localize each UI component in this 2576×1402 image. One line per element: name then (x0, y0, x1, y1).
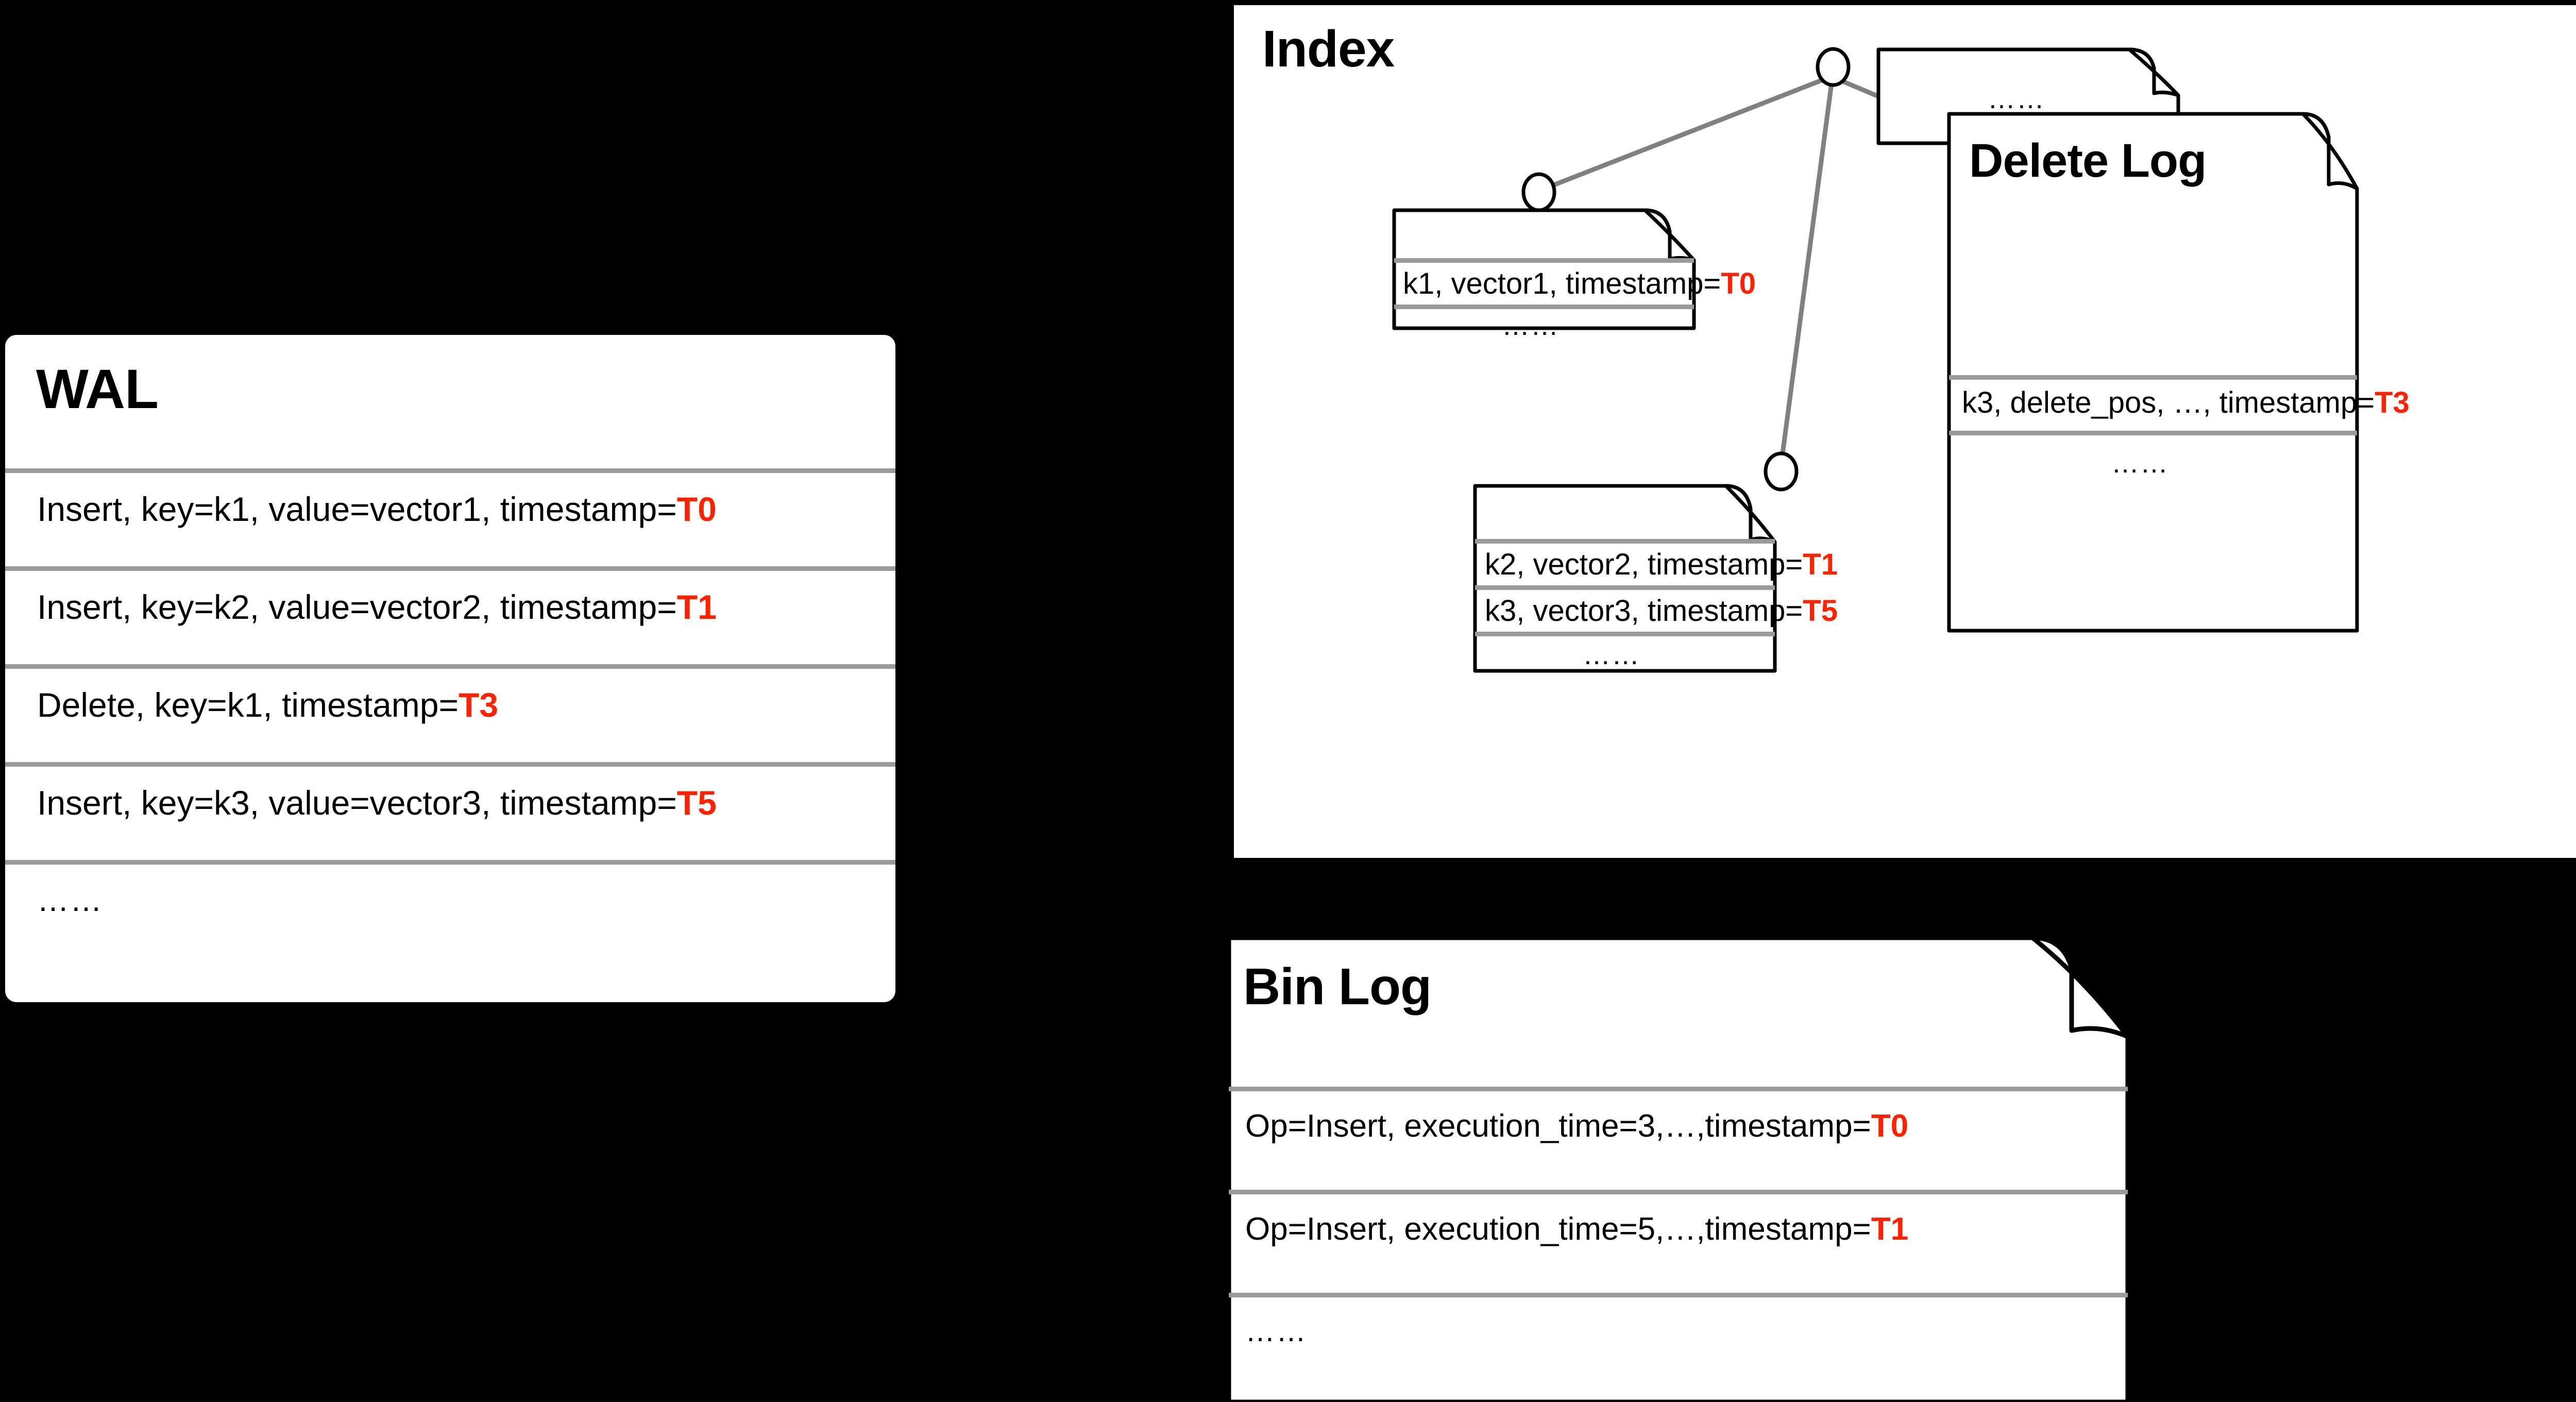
leaf-bottom-row-timestamp: T5 (1803, 594, 1838, 628)
index-title: Index (1262, 20, 1395, 78)
leaf-bottom-row-text: k2, vector2, timestamp= (1485, 548, 1803, 581)
wal-separator (5, 860, 895, 865)
bin-log-row-timestamp: T1 (1871, 1211, 1909, 1247)
doc-shape-delete-log (1947, 112, 2359, 633)
doc-shape-bin-log (1226, 935, 2130, 1402)
wal-panel: WAL Insert, key=k1, value=vector1, times… (5, 335, 895, 1002)
delete-log-ellipsis: …… (2111, 448, 2169, 479)
leaf-left-row-timestamp: T0 (1721, 267, 1756, 300)
wal-ellipsis: …… (37, 883, 103, 918)
bin-log-panel: Bin Log Op=Insert, execution_time=3,…,ti… (1226, 935, 2226, 1402)
leaf-bottom-separator (1475, 585, 1775, 590)
bin-log-row: Op=Insert, execution_time=3,…,timestamp=… (1245, 1108, 1908, 1144)
index-leaf-left: k1, vector1, timestamp=T0 …… (1392, 208, 1756, 341)
bin-log-title: Bin Log (1243, 958, 1432, 1016)
leaf-bottom-row: k3, vector3, timestamp=T5 (1485, 594, 1838, 628)
tree-node-root (1816, 47, 1851, 87)
wal-row-timestamp: T5 (676, 784, 717, 822)
leaf-left-row-text: k1, vector1, timestamp= (1403, 267, 1721, 300)
delete-log-panel: Delete Log k3, delete_pos, …, timestamp=… (1947, 112, 2410, 633)
bin-log-ellipsis: …… (1245, 1314, 1307, 1348)
leaf-bottom-row: k2, vector2, timestamp=T1 (1485, 547, 1838, 582)
bin-log-row-text: Op=Insert, execution_time=5,…,timestamp= (1245, 1211, 1871, 1247)
bin-log-row-text: Op=Insert, execution_time=3,…,timestamp= (1245, 1108, 1871, 1144)
wal-separator (5, 762, 895, 767)
leaf-left-separator (1394, 305, 1694, 309)
index-leaf-bottom: k2, vector2, timestamp=T1 k3, vector3, t… (1473, 484, 1838, 673)
bin-log-separator (1229, 1293, 2128, 1297)
delete-log-separator (1949, 431, 2357, 435)
wal-row: Insert, key=k1, value=vector1, timestamp… (37, 489, 717, 529)
wal-row-text: Insert, key=k2, value=vector2, timestamp… (37, 588, 677, 626)
leaf-left-ellipsis: …… (1502, 310, 1560, 341)
bin-log-row: Op=Insert, execution_time=5,…,timestamp=… (1245, 1211, 1908, 1247)
index-panel: Index k1, vector1, timestamp (1234, 5, 2576, 858)
bin-log-row-timestamp: T0 (1871, 1108, 1909, 1144)
delete-log-title: Delete Log (1969, 134, 2207, 187)
leaf-left-row: k1, vector1, timestamp=T0 (1403, 266, 1756, 301)
bin-log-separator (1229, 1087, 2128, 1091)
delete-log-row-timestamp: T3 (2375, 386, 2410, 419)
wal-row-timestamp: T0 (676, 490, 717, 528)
leaf-bottom-separator (1475, 632, 1775, 636)
delete-log-row: k3, delete_pos, …, timestamp=T3 (1962, 385, 2410, 420)
leaf-bottom-separator (1475, 539, 1775, 544)
tree-node-left (1521, 172, 1556, 212)
wal-separator (5, 664, 895, 669)
wal-row-text: Delete, key=k1, timestamp= (37, 686, 459, 724)
bin-log-separator (1229, 1190, 2128, 1194)
wal-separator (5, 468, 895, 473)
tree-edge-root-bottom (1778, 83, 1834, 466)
leaf-bottom-row-timestamp: T1 (1803, 548, 1838, 581)
wal-title: WAL (36, 358, 159, 420)
delete-log-row-text: k3, delete_pos, …, timestamp= (1962, 386, 2375, 419)
leaf-bottom-row-text: k3, vector3, timestamp= (1485, 594, 1803, 628)
delete-log-separator (1949, 375, 2357, 380)
wal-row-text: Insert, key=k1, value=vector1, timestamp… (37, 490, 677, 528)
wal-row: Insert, key=k2, value=vector2, timestamp… (37, 587, 717, 627)
wal-row: Insert, key=k3, value=vector3, timestamp… (37, 783, 717, 822)
wal-row-timestamp: T3 (459, 686, 499, 724)
wal-row-text: Insert, key=k3, value=vector3, timestamp… (37, 784, 677, 822)
leaf-right-ellipsis: …… (1988, 83, 2045, 114)
wal-row: Delete, key=k1, timestamp=T3 (37, 685, 498, 724)
wal-row-timestamp: T1 (676, 588, 717, 626)
wal-separator (5, 566, 895, 571)
leaf-bottom-ellipsis: …… (1583, 639, 1640, 670)
leaf-left-separator (1394, 258, 1694, 263)
tree-edge-root-left (1544, 76, 1826, 191)
